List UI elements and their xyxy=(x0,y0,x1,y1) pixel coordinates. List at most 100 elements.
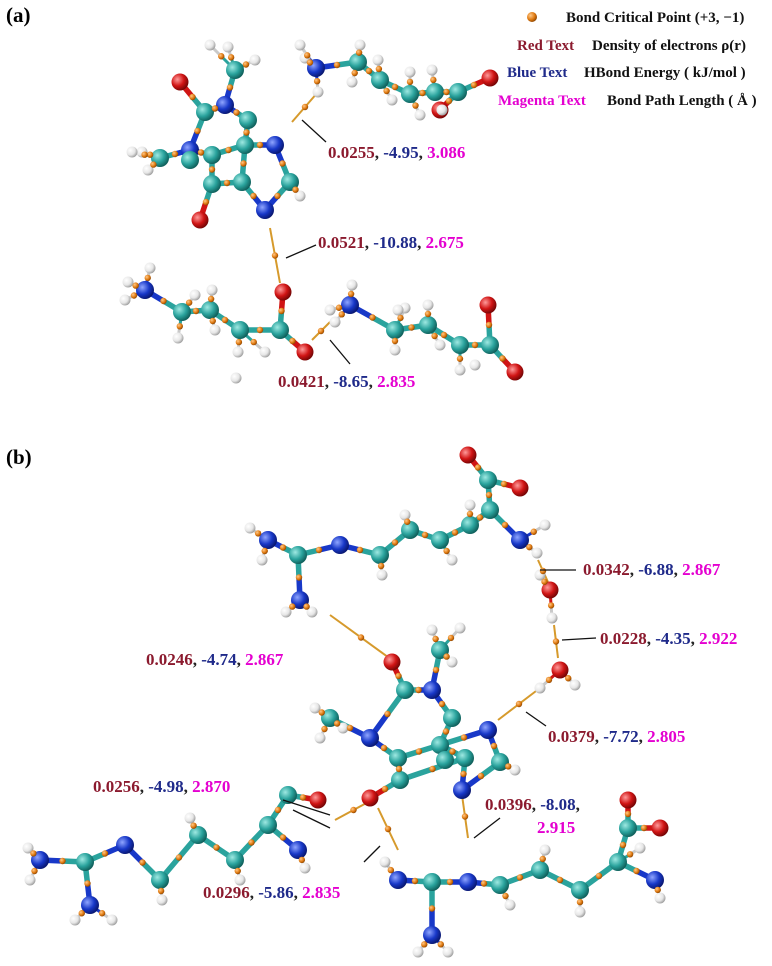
hydrogen-atom xyxy=(256,554,268,566)
carbon-atom xyxy=(449,83,467,101)
length-value: 2.835 xyxy=(302,883,340,902)
bond-critical-point xyxy=(431,332,438,340)
annotation-arrows xyxy=(282,119,597,863)
bond-critical-point xyxy=(298,856,306,864)
density-value: 0.0228 xyxy=(600,629,647,648)
bond-critical-point xyxy=(406,78,414,86)
density-value: 0.0296 xyxy=(203,883,250,902)
bond-critical-point xyxy=(391,337,399,345)
bond-critical-point xyxy=(357,634,365,641)
bond-critical-point xyxy=(279,544,287,551)
carbon-atom xyxy=(181,151,199,169)
svg-text:0.0255, -4.95, 3.086: 0.0255, -4.95, 3.086 xyxy=(328,143,465,162)
bond-critical-point xyxy=(175,854,183,861)
bond-critical-point xyxy=(451,529,459,536)
bond-critical-point xyxy=(365,67,373,75)
bond-critical-point xyxy=(565,675,572,682)
bond-critical-point xyxy=(485,491,493,499)
annotation-b5: 0.0256, -4.98, 2.870 xyxy=(93,777,230,796)
hydrogen-atom xyxy=(346,76,358,88)
bond-critical-point xyxy=(225,146,232,154)
legend-desc-length: Bond Path Length ( Å ) xyxy=(607,93,757,109)
hydrogen-atom xyxy=(280,606,292,618)
hydrogen-atom xyxy=(654,892,666,904)
oxygen-atom xyxy=(551,661,569,679)
length-value: 2.675 xyxy=(426,233,464,252)
arrow-b4 xyxy=(282,799,331,816)
bond-critical-point xyxy=(443,653,450,660)
length-value: 2.915 xyxy=(537,818,575,837)
bond-critical-point xyxy=(626,851,634,858)
carbon-atom xyxy=(461,516,479,534)
carbon-atom xyxy=(203,146,221,164)
bond-critical-point xyxy=(299,794,307,801)
hydrogen-atom xyxy=(539,519,551,531)
bond-critical-point xyxy=(243,129,250,136)
bond-critical-point xyxy=(501,521,509,529)
hydrogen-atom xyxy=(69,914,81,926)
bond-critical-point xyxy=(381,785,389,793)
legend-desc-bcp: Bond Critical Point (+3, −1) xyxy=(566,10,744,26)
bond-critical-point xyxy=(351,69,358,77)
bond-critical-point xyxy=(234,867,241,875)
annotation-b6: 0.0396, -8.08, 2.915 xyxy=(485,795,580,837)
bond-critical-point xyxy=(223,179,231,187)
bond-critical-point xyxy=(355,49,363,56)
hydrogen-atom xyxy=(372,54,384,66)
bond-critical-point xyxy=(189,93,196,101)
hydrogen-atom xyxy=(426,64,438,76)
hydrogen-atom xyxy=(119,294,131,306)
bond-critical-point xyxy=(301,103,309,111)
hydrogen-atom xyxy=(312,86,324,98)
carbon-atom xyxy=(259,816,277,834)
carbon-atom xyxy=(391,771,409,789)
bond-critical-point xyxy=(194,127,201,135)
bond-critical-point xyxy=(248,839,255,846)
bond-critical-point xyxy=(480,880,488,887)
bond-critical-point xyxy=(471,341,479,349)
nitrogen-atom xyxy=(136,281,154,299)
bond-critical-point xyxy=(437,941,444,948)
arrow-b7 xyxy=(363,845,381,863)
panel-label-b: (b) xyxy=(6,445,32,469)
oxygen-atom xyxy=(479,296,497,314)
carbon-atom xyxy=(436,751,454,769)
hydrogen-atom xyxy=(539,844,551,856)
bond-critical-point xyxy=(250,338,257,346)
carbon-atom xyxy=(151,871,169,889)
arrow-b5 xyxy=(292,809,331,829)
annotation-a2: 0.0521, -10.88, 2.675 xyxy=(318,233,464,252)
bond-critical-point xyxy=(292,186,299,193)
bond-critical-point xyxy=(384,710,391,718)
hydrogen-atom xyxy=(454,364,466,376)
bond-critical-point xyxy=(335,304,343,311)
carbon-atom xyxy=(423,873,441,891)
length-value: 2.870 xyxy=(192,777,230,796)
carbon-atom xyxy=(431,736,449,754)
arrow-a3 xyxy=(329,339,351,365)
nitrogen-atom xyxy=(256,201,274,219)
bond-critical-point xyxy=(289,603,296,610)
bond-critical-point xyxy=(384,825,392,833)
hydrogen-atom xyxy=(244,522,256,534)
bond-critical-point xyxy=(395,672,402,680)
bond-critical-point xyxy=(101,850,109,857)
atoms xyxy=(22,39,669,958)
hydrogen-atom xyxy=(126,146,138,158)
bond-critical-point xyxy=(78,910,85,917)
bond-critical-point xyxy=(240,160,247,167)
bond-critical-point xyxy=(317,327,325,335)
nitrogen-atom xyxy=(259,531,277,549)
hydrogen-atom xyxy=(259,346,271,358)
bond-critical-point xyxy=(185,299,193,306)
annotation-a3: 0.0421, -8.65, 2.835 xyxy=(278,372,415,391)
length-value: 2.922 xyxy=(699,629,737,648)
bond-critical-point xyxy=(171,150,179,158)
nitrogen-atom xyxy=(423,681,441,699)
hydrogen-atom xyxy=(574,906,586,918)
svg-text:0.0296, -5.86, 2.835: 0.0296, -5.86, 2.835 xyxy=(203,883,340,902)
bond-critical-point xyxy=(176,323,183,330)
bond-critical-point xyxy=(333,61,341,69)
bond-critical-point xyxy=(303,603,310,610)
svg-text:0.0228, -4.35, 2.922: 0.0228, -4.35, 2.922 xyxy=(600,629,737,648)
